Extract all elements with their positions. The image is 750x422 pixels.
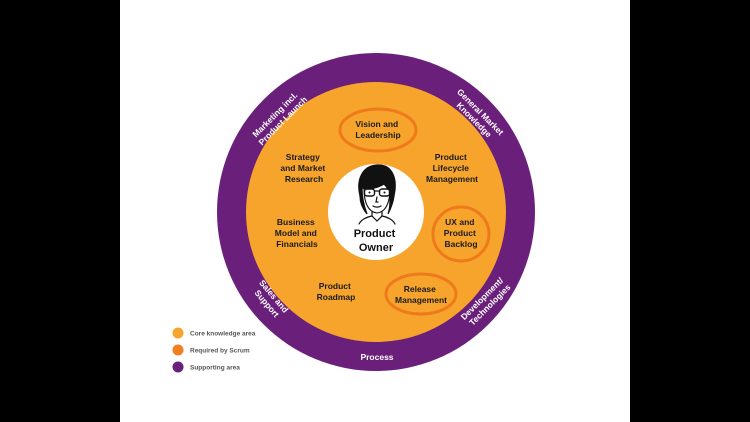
- legend-label-supporting: Supporting area: [190, 365, 240, 372]
- scrum-outline-vision: [338, 107, 418, 153]
- area-product-lifecycle: Product Lifecycle Management: [426, 152, 478, 184]
- legend-swatch-core: [172, 327, 184, 339]
- area-ux-backlog: UX and Product Backlog: [444, 217, 479, 249]
- legend-swatch-supporting: [172, 361, 184, 373]
- area-strategy-market: Strategy and Market Research: [280, 152, 327, 184]
- legend-swatch-scrum: [172, 344, 184, 356]
- center-disk: [328, 164, 424, 260]
- woman-with-glasses-icon: [358, 164, 396, 225]
- area-vision-leadership: Vision and Leadership: [355, 119, 400, 140]
- legend-label-core: Core knowledge area: [190, 331, 256, 338]
- support-process: Process: [360, 352, 393, 362]
- area-business-model: Business Model and Financials: [275, 217, 319, 249]
- scrum-outline-release: [384, 272, 458, 316]
- legend: Core knowledge area Required by Scrum Su…: [172, 327, 256, 373]
- scrum-outline-ux: [431, 205, 491, 263]
- center-label: Product Owner: [354, 228, 399, 254]
- area-product-roadmap: Product Roadmap: [317, 281, 356, 302]
- area-release-management: Release Management: [395, 284, 447, 305]
- legend-label-scrum: Required by Scrum: [190, 348, 250, 355]
